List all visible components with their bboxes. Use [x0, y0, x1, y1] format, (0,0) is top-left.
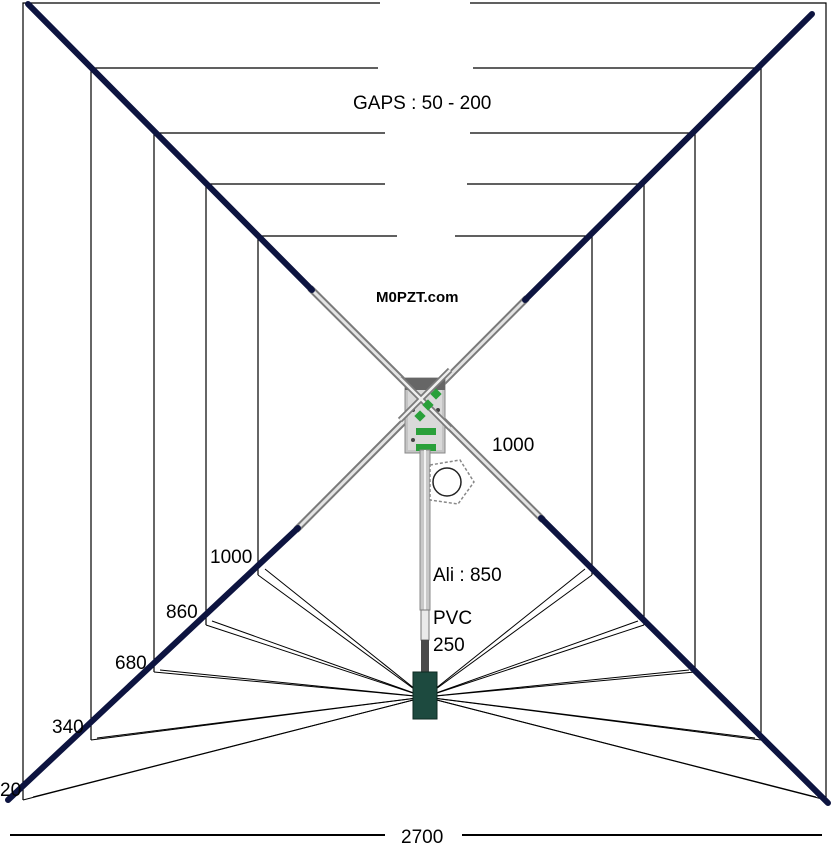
pvc-section — [420, 609, 430, 641]
pvc-label: PVC — [433, 608, 472, 629]
mast — [419, 449, 431, 673]
feed-wires — [22, 568, 827, 801]
pvc-length-label: 250 — [433, 635, 465, 656]
spacing-label-20: 20 — [0, 780, 21, 801]
fibreglass-spreaders — [5, 1, 831, 806]
mast-clamp — [429, 459, 475, 505]
ali-mast-label: Ali : 850 — [433, 565, 502, 586]
centre-bracket — [397, 367, 453, 497]
spacing-label-1000: 1000 — [210, 547, 252, 568]
gaps-label: GAPS : 50 - 200 — [353, 93, 491, 114]
brand-label: M0PZT.com — [376, 289, 459, 306]
wire-loop-1 — [22, 2, 827, 800]
spacing-label-860: 860 — [166, 602, 198, 623]
spacing-label-340: 340 — [52, 717, 84, 738]
spacing-label-680: 680 — [115, 653, 147, 674]
arm-length-label: 1000 — [492, 435, 534, 456]
feed-box — [412, 671, 438, 720]
width-total-label: 2700 — [401, 827, 443, 848]
